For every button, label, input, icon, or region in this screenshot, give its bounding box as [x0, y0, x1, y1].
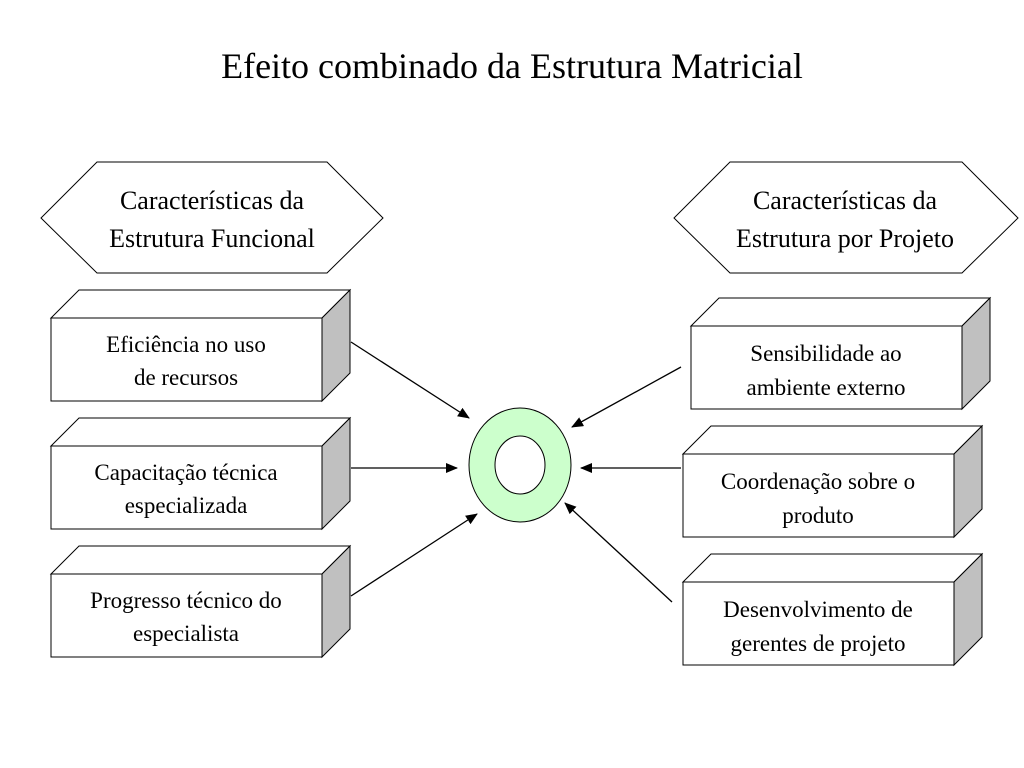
- right-header-line-1: Características da: [753, 186, 938, 215]
- left-box-2: Capacitação técnica especializada: [49, 416, 352, 531]
- right-box-2-line-2: produto: [782, 503, 854, 528]
- left-box-1-line-2: de recursos: [134, 365, 238, 390]
- right-box-1-top: [689, 297, 992, 327]
- left-box-3-top: [49, 545, 352, 575]
- right-box-1-front: [690, 325, 963, 410]
- left-box-2-top: [49, 417, 352, 447]
- left-header-hexagon: Características da Estrutura Funcional: [40, 161, 384, 274]
- left-header-line-2: Estrutura Funcional: [109, 224, 315, 253]
- left-box-2-line-1: Capacitação técnica: [94, 460, 277, 485]
- right-box-2-line-1: Coordenação sobre o: [721, 469, 915, 494]
- right-box-2-top: [681, 425, 984, 455]
- right-box-3-top: [681, 553, 984, 583]
- right-box-2-front: [682, 453, 955, 538]
- left-box-1-top: [49, 289, 352, 319]
- left-box-3: Progresso técnico do especialista: [49, 544, 352, 659]
- left-box-3-line-1: Progresso técnico do: [90, 588, 282, 613]
- left-box-2-line-2: especializada: [125, 493, 248, 518]
- right-box-1-line-2: ambiente externo: [746, 375, 905, 400]
- arrow-right-1: [571, 366, 682, 428]
- right-box-1-line-1: Sensibilidade ao: [750, 341, 901, 366]
- left-box-3-line-2: especialista: [133, 621, 239, 646]
- right-box-3-line-1: Desenvolvimento de: [723, 597, 913, 622]
- right-header-line-2: Estrutura por Projeto: [736, 224, 954, 253]
- right-hexagon-shape: [673, 161, 1019, 274]
- right-box-3-line-2: gerentes de projeto: [731, 631, 906, 656]
- right-box-3-front: [682, 581, 955, 666]
- left-hexagon-shape: [40, 161, 384, 274]
- center-ring: [468, 407, 572, 523]
- left-box-3-front: [50, 573, 323, 658]
- left-box-1-front: [50, 317, 323, 402]
- right-header-hexagon: Características da Estrutura por Projeto: [673, 161, 1019, 274]
- right-box-3: Desenvolvimento de gerentes de projeto: [681, 552, 984, 667]
- right-box-2: Coordenação sobre o produto: [681, 424, 984, 539]
- left-header-line-1: Características da: [120, 186, 305, 215]
- left-box-1: Eficiência no uso de recursos: [49, 288, 352, 403]
- right-box-1: Sensibilidade ao ambiente externo: [689, 296, 992, 411]
- arrow-right-3: [564, 502, 673, 603]
- left-box-2-front: [50, 445, 323, 530]
- left-box-1-line-1: Eficiência no uso: [106, 332, 266, 357]
- slide-title: Efeito combinado da Estrutura Matricial: [221, 46, 803, 86]
- arrow-left-3: [350, 513, 478, 597]
- arrow-left-1: [350, 341, 470, 419]
- center-ring-shape: [468, 407, 572, 523]
